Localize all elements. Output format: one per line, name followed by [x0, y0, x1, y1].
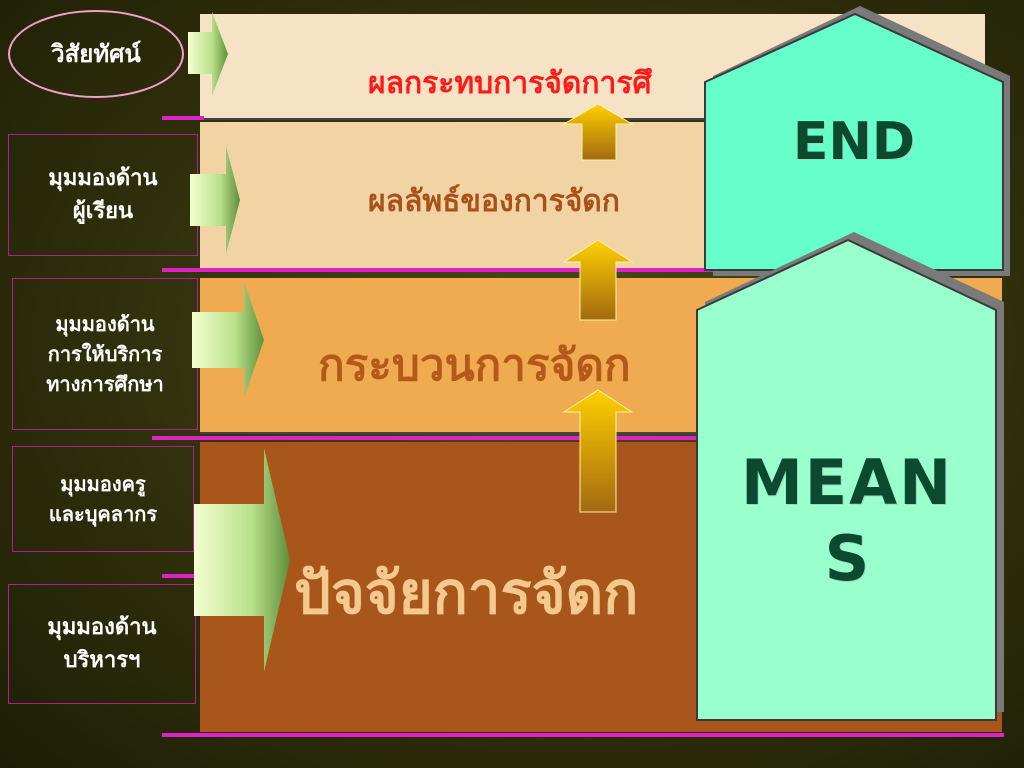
- means-label-line-1: MEAN: [741, 446, 953, 519]
- learner-line-2: ผู้เรียน: [72, 199, 134, 224]
- level-impact-text: ผลกระทบการจัดการศึ: [368, 66, 652, 101]
- level-input-text: ปัจจัยการจัดก: [294, 559, 639, 627]
- admin-line-2: บริหารฯ: [63, 648, 141, 673]
- divider-1: [162, 116, 204, 120]
- divider-2: [162, 268, 1004, 272]
- band-impact: ผลกระทบการจัดการศึ: [200, 14, 985, 120]
- service-perspective-box: มุมมองด้าน การให้บริการ ทางการศึกษา: [12, 278, 198, 430]
- staff-perspective-box: มุมมองครู และบุคลากร: [12, 446, 194, 552]
- admin-perspective-box: มุมมองด้าน บริหารฯ: [8, 584, 196, 704]
- learner-perspective-box: มุมมองด้าน ผู้เรียน: [8, 134, 198, 256]
- vision-text: วิสัยทัศน์: [51, 40, 141, 68]
- staff-line-2: และบุคลากร: [48, 502, 158, 526]
- divider-5: [162, 733, 1004, 737]
- service-line-3: ทางการศึกษา: [46, 372, 164, 396]
- admin-line-1: มุมมองด้าน: [47, 615, 157, 640]
- learner-line-1: มุมมองด้าน: [48, 166, 158, 191]
- divider-4: [162, 574, 204, 578]
- vision-label: วิสัยทัศน์: [8, 10, 184, 98]
- divider-3: [152, 436, 712, 440]
- service-line-2: การให้บริการ: [47, 342, 163, 366]
- band-process: กระบวนการจัดก: [200, 278, 1002, 434]
- end-label: END: [792, 112, 916, 172]
- means-label-line-2: S: [824, 522, 870, 595]
- level-process-text: กระบวนการจัดก: [318, 340, 631, 391]
- level-outcome-text: ผลลัพธ์ของการจัดก: [368, 184, 620, 219]
- service-line-1: มุมมองด้าน: [55, 312, 155, 336]
- staff-line-1: มุมมองครู: [60, 472, 146, 496]
